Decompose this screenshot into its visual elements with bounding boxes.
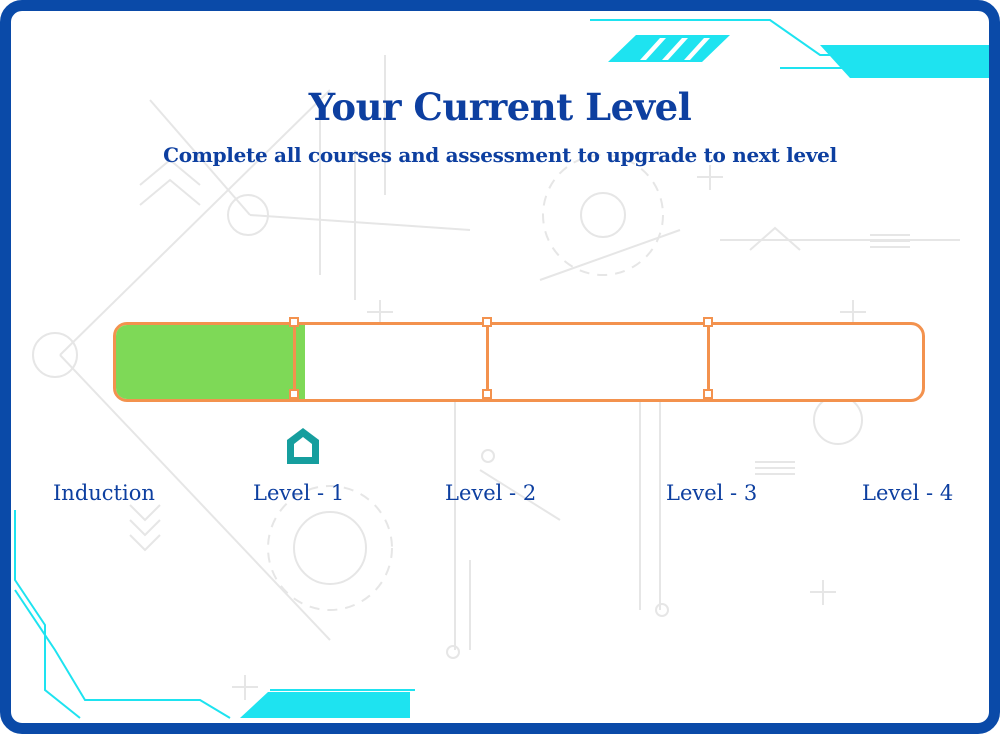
level-label-4: Level - 4 — [862, 481, 954, 505]
page-title: Your Current Level — [308, 85, 692, 129]
level-label-1: Level - 1 — [253, 481, 345, 505]
level-progress-bar — [113, 322, 925, 402]
level-label-induction: Induction — [53, 481, 155, 505]
page-subtitle: Complete all courses and assessment to u… — [163, 143, 837, 167]
level-divider-3 — [707, 322, 710, 402]
level-node — [289, 389, 299, 399]
level-node — [289, 317, 299, 327]
level-divider-1 — [293, 322, 296, 402]
level-node — [482, 389, 492, 399]
home-pin-icon — [287, 428, 319, 464]
level-label-2: Level - 2 — [445, 481, 537, 505]
level-divider-2 — [486, 322, 489, 402]
level-node — [703, 389, 713, 399]
level-progress-fill — [116, 325, 306, 399]
level-node — [482, 317, 492, 327]
level-label-3: Level - 3 — [666, 481, 758, 505]
level-node — [703, 317, 713, 327]
